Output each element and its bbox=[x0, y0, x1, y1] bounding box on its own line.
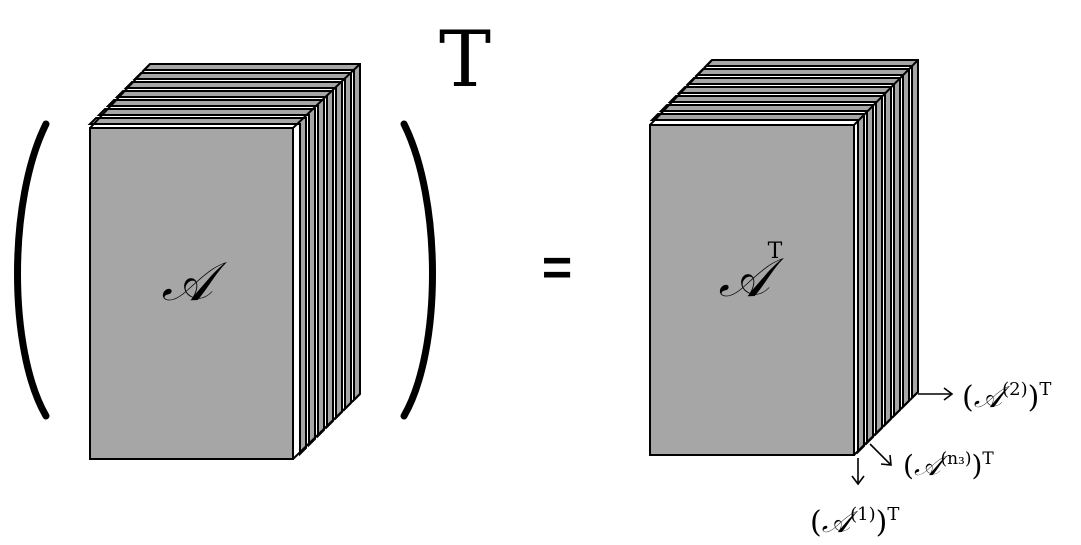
right-tensor-stack: 𝒜 T bbox=[649, 59, 919, 456]
transpose-operator: T bbox=[439, 15, 491, 105]
arrow-second-slice bbox=[918, 387, 954, 401]
right-parenthesis bbox=[400, 120, 436, 420]
left-slice-back-1 bbox=[96, 108, 316, 448]
left-tensor-stack: 𝒜 bbox=[87, 63, 361, 460]
right-top-right-edge bbox=[853, 59, 919, 126]
left-slice-side-1 bbox=[87, 117, 307, 457]
slice-label-first: (𝒜(1))T bbox=[810, 504, 899, 540]
left-parenthesis bbox=[14, 120, 50, 420]
right-top-left-edge bbox=[649, 59, 713, 126]
right-bottom-right-edge bbox=[853, 391, 919, 456]
slice-label-second: (𝒜(2))T bbox=[962, 379, 1051, 415]
left-top-right-edge bbox=[292, 63, 361, 129]
equals-sign: = bbox=[542, 239, 572, 297]
left-bottom-right-edge bbox=[292, 393, 361, 460]
arrow-first-slice bbox=[851, 458, 865, 486]
left-front-face bbox=[89, 127, 294, 460]
right-front-face bbox=[649, 124, 855, 456]
arrow-last-slice bbox=[869, 443, 892, 466]
left-top-left-edge bbox=[89, 63, 151, 129]
slice-label-last: (𝒜(n₃))T bbox=[903, 449, 994, 482]
right-tensor-superscript: T bbox=[768, 239, 783, 264]
